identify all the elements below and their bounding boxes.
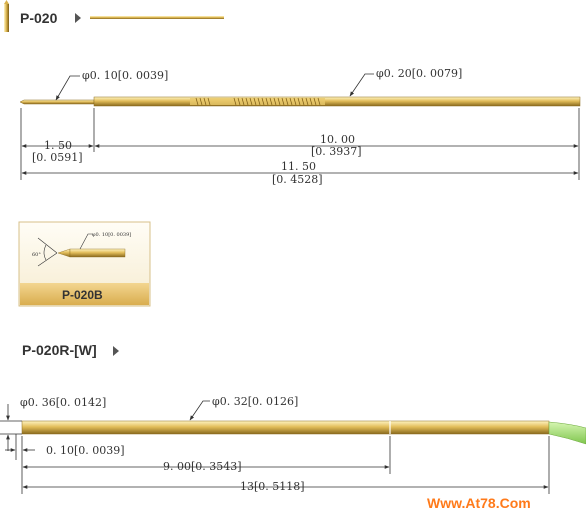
offset-label: 0. 10[0. 0039]	[46, 444, 125, 457]
section2-dimensions	[0, 400, 550, 494]
outer-dia-label: φ0. 36[0. 0142]	[20, 396, 106, 409]
total-len-mm-label: 11. 50	[281, 160, 316, 173]
total-len-in-label: [0. 4528]	[272, 173, 323, 186]
arrow-right-icon-2[interactable]	[113, 346, 119, 356]
receptacle-wire	[548, 421, 586, 445]
probe-spring-coils	[195, 97, 321, 106]
tip-dia-label: φ0. 10[0. 0039]	[82, 69, 168, 82]
thumbnail-label-bar	[20, 283, 149, 305]
body-dia-label: φ0. 20[0. 0079]	[376, 67, 462, 80]
tip-len-mm-label: 1. 50	[44, 139, 72, 152]
probe-mini-tip-icon	[4, 0, 9, 4]
thumbnail-probe-body	[69, 248, 126, 258]
tip-len-in-label: [0. 0591]	[32, 151, 83, 164]
section1-title: P-020	[20, 10, 58, 26]
body-len-mm-label: 10. 00	[320, 133, 355, 146]
body-dia-label-2: φ0. 32[0. 0126]	[212, 395, 298, 408]
section1-header-icons	[4, 0, 224, 32]
tip-dia-leader	[55, 75, 80, 101]
arrow-right-icon[interactable]	[75, 13, 81, 23]
probe-thumbnail-line	[90, 16, 224, 19]
body-dia-leader	[349, 73, 374, 97]
thumbnail-label: P-020B	[62, 288, 103, 302]
probe-tip	[19, 99, 95, 105]
probe-body	[93, 96, 581, 107]
thumbnail-angle-label: 60°	[32, 252, 41, 258]
section1-dimensions	[20, 73, 580, 180]
mid-len-label: 9. 00[0. 3543]	[163, 460, 242, 473]
thumbnail-p020b[interactable]: P-020B 60° φ0. 10[0. 0039]	[18, 221, 151, 307]
watermark: Www.At78.Com	[427, 495, 531, 511]
probe-p020	[19, 96, 581, 107]
body-len-in-label: [0. 3937]	[311, 145, 362, 158]
body-dia-leader-2	[189, 400, 210, 421]
probe-mini-icon	[4, 4, 9, 32]
total-len-label-2: 13[0. 5118]	[240, 480, 305, 493]
probe-p020r	[21, 420, 586, 445]
thumbnail-angle	[37, 233, 93, 267]
thumbnail-dia-label: φ0. 10[0. 0039]	[92, 232, 131, 238]
section2-title: P-020R-[W]	[22, 342, 97, 358]
probe-spring-zone	[190, 98, 325, 105]
receptacle-body	[21, 420, 550, 435]
